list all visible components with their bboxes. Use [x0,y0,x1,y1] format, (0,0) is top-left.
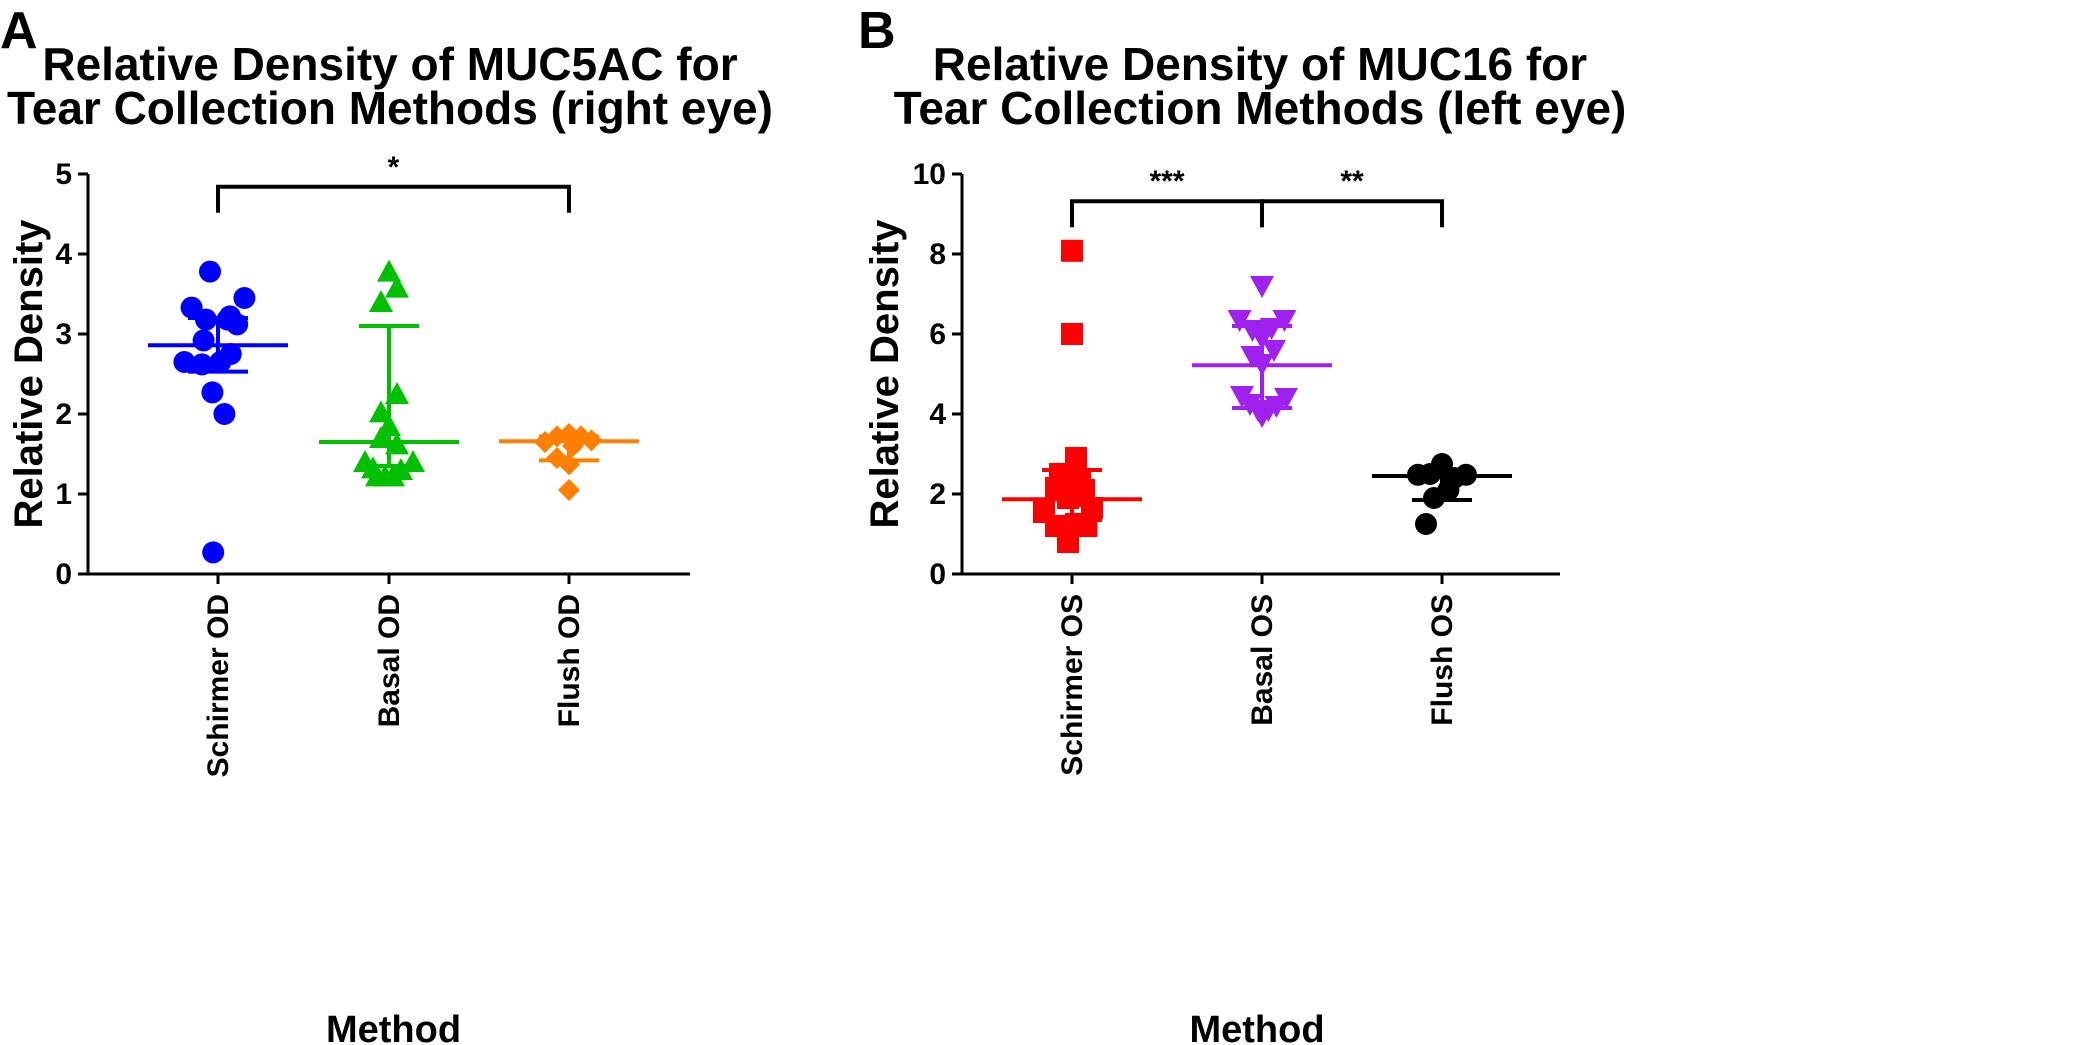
y-tick-label: 3 [55,318,72,351]
data-point [369,290,393,312]
data-point [1455,463,1477,486]
y-tick-label: 0 [929,558,946,591]
data-point [558,479,580,501]
data-point [1250,276,1274,298]
data-point [369,400,393,423]
bracket-line [216,184,571,213]
data-point [1272,310,1297,332]
chart-title-line-1: Relative Density of MUC16 for [933,38,1587,90]
bracket-line [1260,199,1444,228]
data-point [1061,323,1083,345]
data-point [180,296,203,319]
data-point [1057,487,1079,509]
panel-letter: B [858,2,896,60]
y-tick-label: 2 [929,478,946,511]
x-category-label: Flush OD [553,594,586,727]
y-axis-label: Relative Density [7,219,51,529]
x-axis-label: Method [1189,1009,1324,1045]
data-point [377,259,401,282]
x-category-label: Schirmer OD [202,594,235,777]
data-point [1423,487,1445,509]
data-point [1061,239,1083,262]
chart-title-line-2: Tear Collection Methods (left eye) [894,82,1627,134]
y-tick-label: 10 [913,158,946,191]
chart-title-line-2: Tear Collection Methods (right eye) [7,82,773,134]
y-tick-label: 0 [55,558,72,591]
x-category-label: Flush OS [1426,594,1459,726]
y-tick-label: 5 [55,158,72,191]
y-tick-label: 6 [929,318,946,351]
chart-title-line-1: Relative Density of MUC5AC for [42,38,737,90]
series-schirmer-os [1002,239,1142,553]
data-point [199,260,221,283]
y-tick-label: 1 [55,478,72,511]
data-point [580,429,603,452]
data-point [1227,310,1252,332]
y-tick-label: 4 [55,238,72,271]
x-axis-label: Method [326,1009,461,1045]
x-category-label: Basal OS [1246,594,1279,726]
data-point [1250,328,1274,350]
data-point [1262,340,1286,362]
series-flush-od [499,423,639,501]
data-point [191,353,213,376]
series-basal-os [1192,276,1332,428]
series-schirmer-od [148,260,288,564]
data-point [226,313,249,336]
significance-bracket: *** [1070,165,1264,228]
data-point [385,432,409,455]
y-tick-label: 8 [929,238,946,271]
data-point [389,458,413,480]
x-category-label: Schirmer OS [1056,594,1089,776]
data-point [1250,354,1274,376]
data-point [1075,515,1098,537]
y-axis-label: Relative Density [863,219,907,529]
significance-bracket: ** [1260,165,1444,228]
y-tick-label: 4 [929,398,946,431]
data-point [192,329,215,352]
data-point [365,464,389,487]
data-point [201,381,224,404]
panel-letter: A [0,2,38,60]
x-category-label: Basal OD [373,594,406,727]
series-flush-os [1372,453,1512,535]
bracket-line [1070,199,1264,228]
significance-label: ** [1340,165,1364,198]
data-point [202,541,225,564]
y-tick-label: 2 [55,398,72,431]
data-point [385,275,409,298]
data-point [209,351,232,373]
data-point [385,382,409,404]
data-point [558,453,580,476]
data-point [195,308,217,331]
data-point [173,351,196,373]
significance-bracket: * [216,151,571,213]
data-point [369,426,393,448]
data-point [1250,406,1274,428]
data-point [1057,531,1079,553]
data-point [213,403,236,425]
data-point [401,450,425,472]
data-point [233,287,256,309]
data-point [1415,513,1437,535]
data-point [562,435,584,457]
significance-label: * [388,151,400,184]
series-basal-od [319,259,459,487]
significance-label: *** [1149,165,1184,198]
